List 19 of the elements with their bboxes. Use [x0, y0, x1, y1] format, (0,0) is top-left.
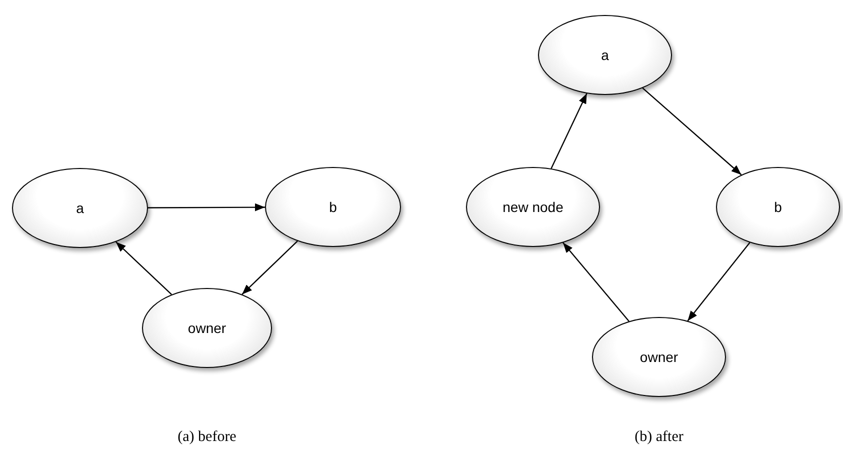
- ellipse-node: [592, 317, 726, 397]
- arrow: [148, 203, 265, 212]
- node-label: b: [774, 198, 782, 216]
- caption: (b) after: [634, 428, 684, 447]
- node-label: a: [601, 46, 609, 64]
- arrow: [687, 242, 750, 322]
- arrow: [242, 240, 298, 295]
- arrow: [562, 242, 630, 322]
- ellipse-node: [142, 288, 272, 368]
- ellipse-node: [716, 167, 840, 247]
- node-label: a: [76, 198, 84, 218]
- node-label: owner: [188, 318, 226, 338]
- caption: (a) before: [178, 428, 236, 447]
- node-label: owner: [640, 348, 678, 366]
- arrow: [642, 88, 742, 176]
- node-label: b: [329, 198, 337, 216]
- arrow: [550, 93, 588, 169]
- arrow: [116, 242, 172, 295]
- node-label: new node: [502, 198, 564, 216]
